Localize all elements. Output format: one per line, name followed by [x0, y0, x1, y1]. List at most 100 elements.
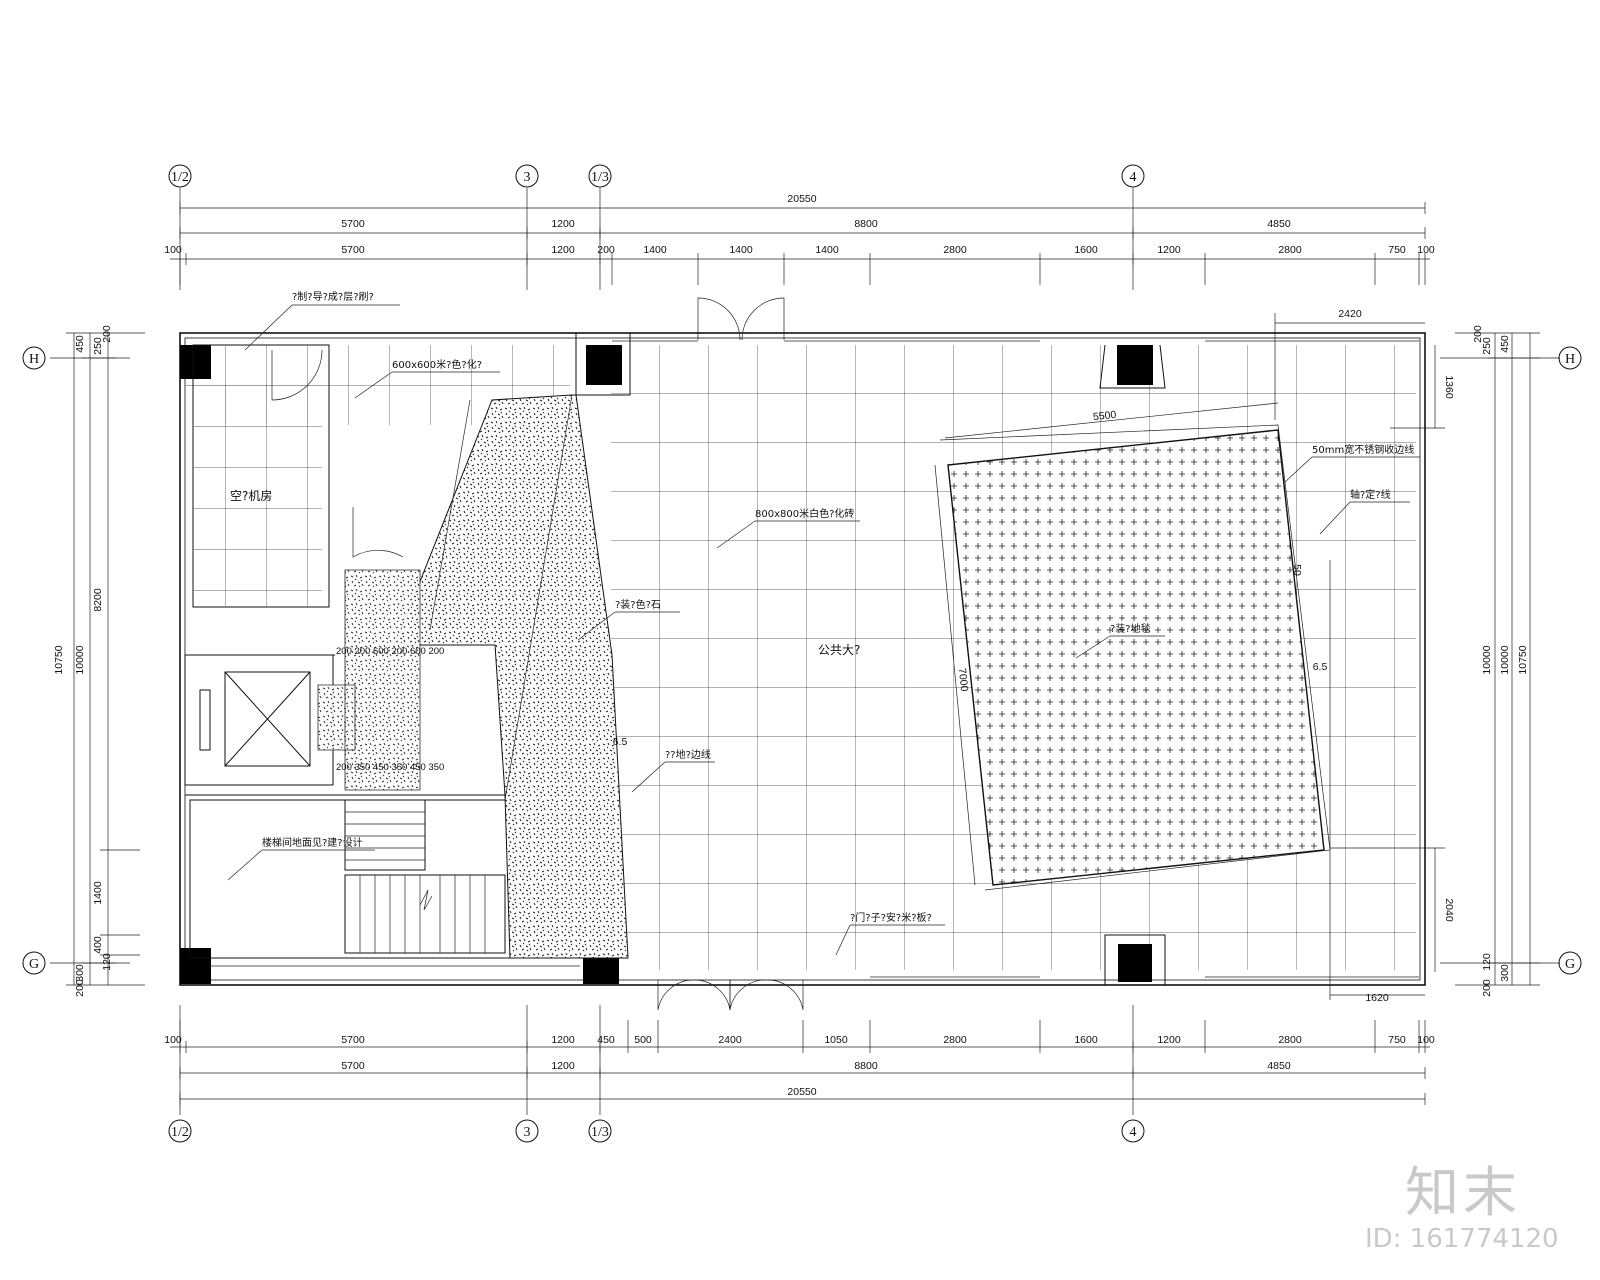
leader-lines [227, 304, 1420, 956]
axis-bubble-bottom-2: 3 [515, 1119, 539, 1143]
dimension-label: 8200 [92, 588, 104, 612]
dimension-label: H [1565, 352, 1575, 367]
dimension-label: 3 [524, 170, 531, 185]
dimension-label: 250 [92, 337, 104, 355]
axis-lines [50, 188, 1560, 1115]
axis-bubble-right-H: H [1558, 346, 1582, 370]
dimension-label: G [1565, 957, 1575, 972]
dimension-label: 250 [1481, 337, 1493, 355]
axis-bubble-top-3: 1/3 [588, 164, 612, 188]
dim-total-bottom: 20550 [787, 1086, 816, 1098]
dimension-label: 2800 [943, 1034, 967, 1046]
axis-bubble-top-2: 3 [515, 164, 539, 188]
dimension-label: 1400 [92, 881, 104, 905]
dimension-text-bottom: 100 5700 1200 450 500 2400 1050 2800 160… [164, 1034, 1435, 1098]
column-surrounds [575, 333, 1166, 985]
dimension-label: 450 [597, 1034, 615, 1046]
axis-bubble-bottom-3: 1/3 [588, 1119, 612, 1143]
dimension-label: 2800 [1278, 244, 1302, 256]
label-lobby: 公共大? [818, 643, 860, 657]
dimension-label: 2800 [943, 244, 967, 256]
axis-bubble-top-1: 1/2 [168, 164, 192, 188]
dimension-label: 4850 [1267, 218, 1291, 230]
dimension-label: 4 [1130, 1125, 1137, 1140]
granite-strip [399, 394, 629, 959]
watermark-logo: 知末 [1405, 1161, 1521, 1224]
dimension-label: H [29, 352, 39, 367]
dimension-label: 5700 [341, 1060, 365, 1072]
dimension-label: 10000 [1481, 645, 1493, 674]
dimension-label: 200 [597, 244, 615, 256]
dimension-label: 3 [524, 1125, 531, 1140]
dimension-label: 1/2 [171, 170, 189, 185]
dimension-label: 1200 [1157, 1034, 1181, 1046]
dimension-label: 1200 [551, 244, 575, 256]
stair-dimension-text: 200 200 600 200 600 200 200 350 450 350 … [336, 646, 444, 773]
dimension-label: 2420 [1338, 308, 1362, 320]
dimension-label: G [29, 957, 39, 972]
dimension-label: 300 [74, 964, 86, 982]
dimension-label: 450 [74, 335, 86, 353]
label-door-note: ?门?子?安?米?板? [850, 911, 932, 924]
dimension-label: 1600 [1074, 1034, 1098, 1046]
dimension-label: 1200 [1157, 244, 1181, 256]
dimension-label: 200 [74, 979, 86, 997]
label-stair-note: 楼梯间地面见?建?设计 [262, 836, 363, 849]
dimension-label: 450 [1499, 335, 1511, 353]
stair-treads [345, 811, 486, 953]
window-bands [186, 340, 1419, 978]
inner-dimension-text: 2420 1360 5500 7000 2040 1620 6.5 6.5 50 [613, 308, 1455, 1004]
carpet-area [947, 429, 1325, 886]
carpet-outline [939, 424, 1331, 891]
dimension-label: 4 [1130, 170, 1137, 185]
dimension-label: 7000 [956, 667, 970, 692]
dimension-label: 2040 [1443, 898, 1455, 922]
axis-bubble-right-G: G [1558, 951, 1582, 975]
column [1117, 345, 1153, 385]
dimension-label: 50 [1291, 564, 1303, 576]
dimension-label: 10000 [74, 645, 86, 674]
inner-dimension-lines [934, 313, 1445, 1000]
label-tile-600: 600x600米?色?化? [392, 358, 482, 371]
dimension-lines-left [66, 332, 145, 986]
dimension-label: 1620 [1365, 992, 1389, 1004]
column [180, 948, 211, 984]
dimension-label: 2800 [1278, 1034, 1302, 1046]
axis-bubble-bottom-4: 4 [1121, 1119, 1145, 1143]
label-carpet: ?装?地毯 [1110, 622, 1151, 635]
room-labels: 空?机房 公共大? ?制?导?成?层?刷? 600x600米?色?化? 800x… [230, 290, 1414, 924]
dimension-label: 300 [1499, 964, 1511, 982]
dimension-text-right: 10000 10000 10750 450 250 200 120 300 20… [1472, 325, 1529, 997]
dimension-label: 8800 [854, 218, 878, 230]
dimension-label: 1200 [551, 1034, 575, 1046]
granite-outline [429, 394, 573, 801]
label-ac-room: 空?机房 [230, 488, 272, 503]
dimension-label: 200 [1481, 979, 1493, 997]
dimension-label: 6.5 [1313, 661, 1328, 673]
axis-bubbles: 1/2 3 1/3 4 1/2 3 1/3 4 H G H G [22, 164, 1582, 1143]
dimension-label: 1/3 [591, 170, 609, 185]
dimension-label: 1600 [1074, 244, 1098, 256]
door-swings [271, 297, 804, 1011]
label-axis-line: 轴?定?线 [1350, 488, 1391, 501]
dimension-label: 1200 [551, 218, 575, 230]
dim-total-top: 20550 [787, 193, 816, 205]
label-partition: ?制?导?成?层?刷? [292, 290, 374, 303]
dimension-text-top: 20550 5700 1200 8800 4850 100 5700 1200 … [164, 193, 1435, 256]
watermark-id: ID: 161774120 [1365, 1224, 1559, 1254]
dimension-label: 1400 [729, 244, 753, 256]
dimension-label: 1360 [1443, 375, 1455, 399]
dimension-label: 1400 [643, 244, 667, 256]
dimension-label: 8800 [854, 1060, 878, 1072]
structural-columns [180, 345, 1153, 984]
dimension-label: 200 [101, 325, 113, 343]
label-steel-line: 50mm宽不锈钢收边线 [1312, 443, 1414, 456]
dimension-label: 10000 [1499, 645, 1511, 674]
dimension-label: 750 [1388, 244, 1406, 256]
dimension-label: 5700 [341, 244, 365, 256]
axis-bubble-left-G: G [22, 951, 46, 975]
dimension-label: 200 [1472, 325, 1484, 343]
label-stone: ?装?色?石 [615, 598, 661, 611]
tile-grid-ac-room [193, 385, 322, 607]
dimension-label: 10750 [53, 645, 65, 674]
